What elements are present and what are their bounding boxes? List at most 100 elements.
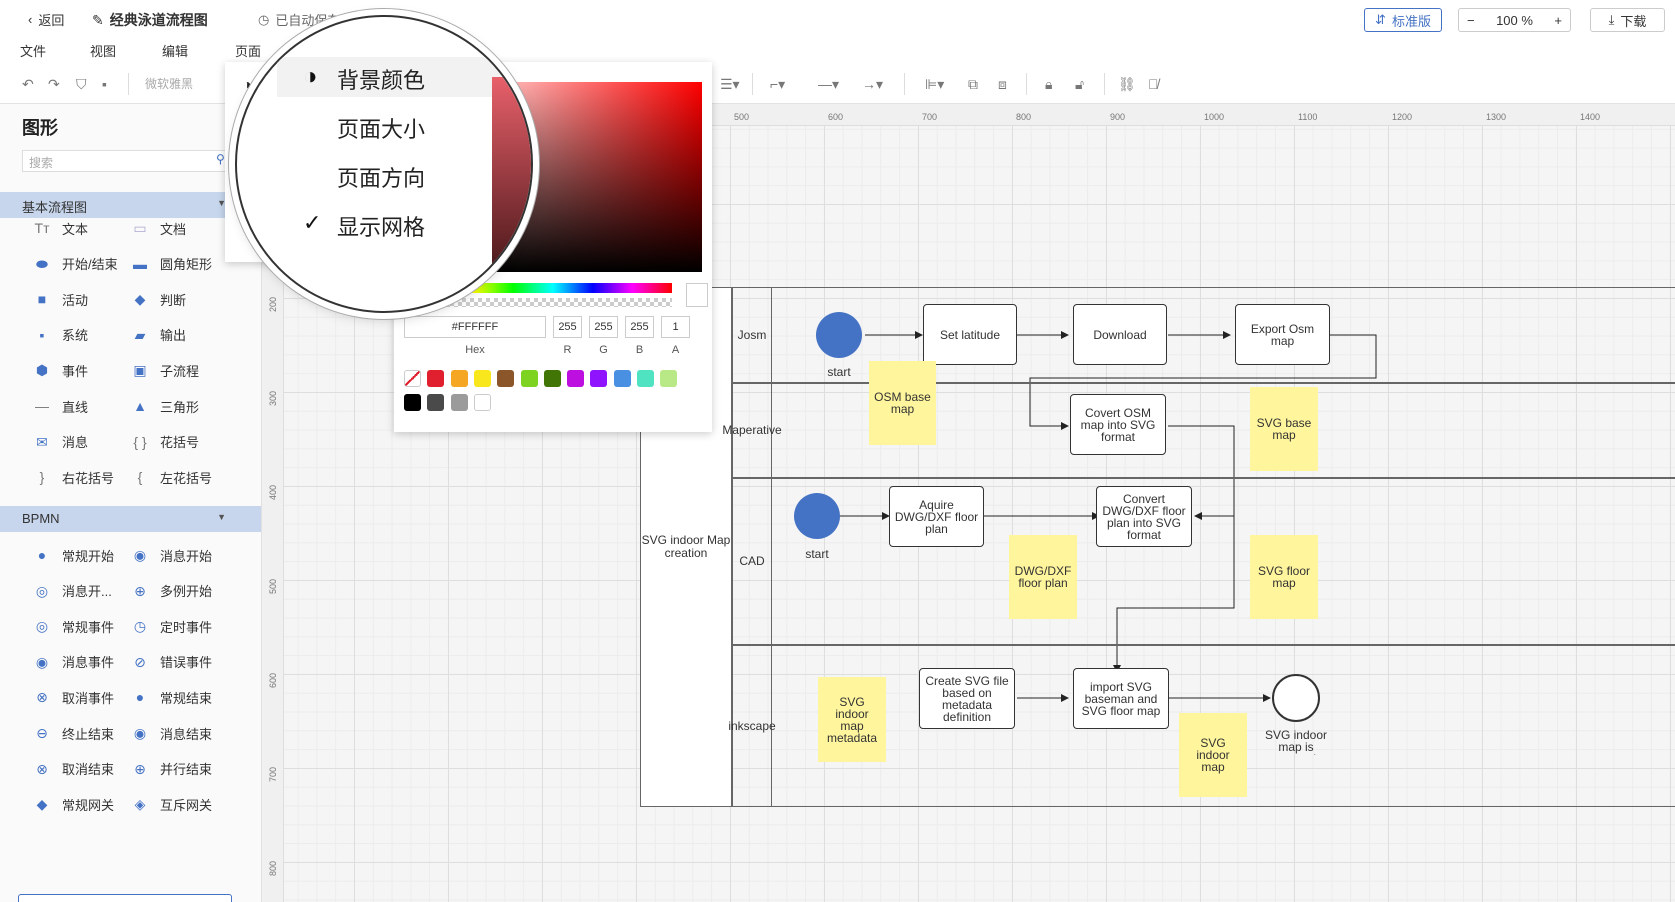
category-basic-flowchart[interactable]: 基本流程图▼: [0, 192, 261, 218]
shape-item[interactable]: ◎常规事件: [32, 615, 142, 637]
color-swatch[interactable]: [637, 370, 654, 387]
shape-item[interactable]: {左花括号: [130, 466, 240, 488]
search-input[interactable]: 搜索: [22, 150, 232, 172]
color-swatch[interactable]: [473, 394, 491, 411]
menu-view[interactable]: 视图: [90, 44, 117, 59]
hex-input[interactable]: #FFFFFF: [404, 316, 546, 338]
color-swatch[interactable]: [427, 394, 445, 411]
redo-icon[interactable]: ↷: [48, 76, 60, 92]
task-import-svg[interactable]: import SVG baseman and SVG floor map: [1073, 668, 1169, 729]
note-svg-floor-map[interactable]: SVG floor map: [1250, 535, 1318, 619]
shape-item[interactable]: ⊖终止结束: [32, 722, 142, 744]
shape-item[interactable]: ▬圆角矩形: [130, 253, 240, 275]
link-icon[interactable]: ⛓: [1118, 76, 1136, 92]
connector[interactable]: [1029, 334, 1377, 430]
search-icon[interactable]: ⚲: [216, 152, 225, 166]
color-swatch[interactable]: [567, 370, 585, 387]
shape-item[interactable]: ⊗取消结束: [32, 758, 142, 780]
note-svg-indoor-map[interactable]: SVG indoor map: [1179, 713, 1247, 797]
more-shapes-button[interactable]: [18, 894, 232, 902]
font-family-select[interactable]: 微软雅黑: [145, 77, 194, 91]
color-swatch[interactable]: [590, 370, 608, 387]
menu-item-page-size[interactable]: 页面大小: [337, 117, 426, 142]
note-svg-indoor-metadata[interactable]: SVG indoor map metadata: [818, 677, 886, 762]
shape-item[interactable]: ■活动: [32, 288, 142, 310]
blue-input[interactable]: 255: [625, 316, 654, 338]
shape-item[interactable]: ◉消息事件: [32, 651, 142, 673]
menu-edit[interactable]: 编辑: [162, 44, 189, 59]
shape-item[interactable]: ✉消息: [32, 431, 142, 453]
menu-item-page-orientation[interactable]: 页面方向: [337, 166, 426, 191]
color-swatch[interactable]: [543, 370, 561, 387]
unlink-icon[interactable]: ⛓̸: [1148, 76, 1159, 92]
undo-icon[interactable]: ↶: [22, 76, 34, 92]
category-bpmn[interactable]: BPMN▼: [0, 506, 261, 532]
menu-file[interactable]: 文件: [20, 44, 47, 59]
note-osm-base-map[interactable]: OSM base map: [869, 361, 936, 445]
task-export-osm[interactable]: Export Osm map: [1235, 304, 1330, 365]
edition-button[interactable]: ⇵标准版: [1364, 8, 1442, 32]
task-set-latitude[interactable]: Set latitude: [923, 304, 1017, 365]
connector[interactable]: [1113, 425, 1235, 673]
end-event[interactable]: [1272, 674, 1320, 722]
start-event[interactable]: [816, 312, 862, 358]
task-create-svg[interactable]: Create SVG file based on metadata defini…: [919, 668, 1015, 729]
shape-item[interactable]: ▣子流程: [130, 359, 240, 381]
download-button[interactable]: ⤓下载: [1590, 8, 1665, 32]
menu-page[interactable]: 页面: [235, 44, 262, 59]
shape-item[interactable]: { }花括号: [130, 431, 240, 453]
shape-item[interactable]: ▰输出: [130, 324, 240, 346]
align-menu-icon[interactable]: ☰▾: [720, 76, 740, 92]
hue-slider[interactable]: [434, 283, 672, 293]
alpha-input[interactable]: 1: [661, 316, 690, 338]
green-input[interactable]: 255: [589, 316, 618, 338]
red-input[interactable]: 255: [553, 316, 582, 338]
shape-item[interactable]: ◎消息开...: [32, 580, 142, 602]
color-swatch[interactable]: [404, 394, 421, 411]
shape-item[interactable]: —直线: [32, 395, 142, 417]
unlock-icon[interactable]: 🔓︎: [1075, 76, 1085, 92]
task-convert-dwg[interactable]: Convert DWG/DXF floor plan into SVG form…: [1096, 486, 1192, 547]
bring-front-icon[interactable]: ⧉: [968, 76, 978, 92]
send-back-icon[interactable]: ⧈: [998, 76, 1007, 92]
color-swatch[interactable]: [520, 370, 538, 387]
menu-item-show-grid[interactable]: 显示网格: [337, 215, 426, 240]
delete-icon[interactable]: ▪: [102, 76, 107, 92]
connector-type-icon[interactable]: ⌐▾: [770, 76, 786, 92]
task-download[interactable]: Download: [1073, 304, 1167, 365]
shape-item[interactable]: ◆常规网关: [32, 793, 142, 815]
task-covert-osm[interactable]: Covert OSM map into SVG format: [1070, 394, 1166, 455]
color-swatch[interactable]: [427, 370, 445, 387]
arrow-style-icon[interactable]: →▾: [862, 76, 884, 92]
color-swatch[interactable]: [450, 394, 468, 411]
shape-item[interactable]: ▲三角形: [130, 395, 240, 417]
shape-item[interactable]: ◷定时事件: [130, 615, 240, 637]
line-style-icon[interactable]: —▾: [818, 76, 840, 92]
shape-item[interactable]: ◉消息结束: [130, 722, 240, 744]
shape-item[interactable]: ⊗取消事件: [32, 686, 142, 708]
shape-item[interactable]: ◆判断: [130, 288, 240, 310]
shape-item[interactable]: ●常规结束: [130, 686, 240, 708]
shape-item[interactable]: ⊕多例开始: [130, 580, 240, 602]
color-swatch[interactable]: [613, 370, 631, 387]
zoom-out-button[interactable]: −: [1467, 12, 1475, 28]
menu-item-background-color[interactable]: 背景颜色: [337, 68, 426, 93]
shape-item[interactable]: ▭文档: [130, 217, 240, 239]
document-title[interactable]: ✎经典泳道流程图: [92, 11, 208, 29]
zoom-in-button[interactable]: +: [1554, 12, 1562, 28]
note-dwg-floor-plan[interactable]: DWG/DXF floor plan: [1009, 535, 1077, 619]
color-swatch[interactable]: [473, 370, 491, 387]
shape-item[interactable]: ◈互斥网关: [130, 793, 240, 815]
no-color-swatch[interactable]: [404, 370, 421, 387]
shape-item[interactable]: ⬢事件: [32, 359, 142, 381]
shape-item[interactable]: ⊘错误事件: [130, 651, 240, 673]
alpha-slider[interactable]: [434, 298, 672, 307]
color-swatch[interactable]: [450, 370, 468, 387]
color-swatch[interactable]: [497, 370, 515, 387]
lock-icon[interactable]: 🔒︎: [1045, 76, 1053, 92]
color-swatch[interactable]: [660, 370, 678, 387]
note-svg-base-map[interactable]: SVG base map: [1250, 387, 1318, 471]
start-event[interactable]: [794, 493, 840, 539]
